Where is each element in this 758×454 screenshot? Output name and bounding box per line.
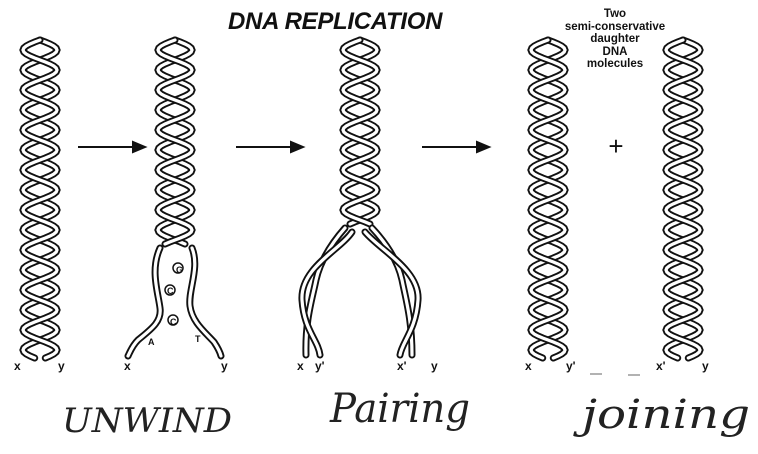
strand-end-label: y [702, 359, 709, 373]
strand-end-label: x [14, 359, 21, 373]
strand-end-label: y' [566, 359, 576, 373]
strand-end-label: x' [656, 359, 666, 373]
helix-unwinding-top [158, 40, 192, 244]
strand-end-label: y [58, 359, 65, 373]
base-label: C [167, 286, 174, 296]
strand-end-label: y [221, 359, 228, 373]
strand-end-label: x [297, 359, 304, 373]
strand-end-label: x [124, 359, 131, 373]
step-label-pairing: Pairing [329, 386, 470, 432]
strand-end-label: x [525, 359, 532, 373]
helix-group [23, 40, 700, 358]
arrow-1 [78, 142, 145, 152]
arrow-2 [236, 142, 303, 152]
strand-end-label: x' [397, 359, 407, 373]
base-label: C [170, 317, 177, 327]
strand-end-label: y [431, 359, 438, 373]
daughter-helix-right [666, 40, 700, 358]
plus-sign: + [608, 131, 623, 161]
base-label: A [148, 337, 155, 347]
daughter-helix-left [531, 40, 565, 358]
helix-original [23, 40, 57, 358]
arrow-3 [422, 142, 489, 152]
fork-strand-left [128, 248, 160, 356]
helix-pairing-top [343, 40, 377, 224]
base-label: G [176, 265, 183, 275]
strand-end-label: y' [315, 359, 325, 373]
step-label-joining: joining [572, 392, 750, 438]
base-label: T [195, 334, 201, 344]
step-label-unwind: UNWIND [62, 401, 232, 441]
